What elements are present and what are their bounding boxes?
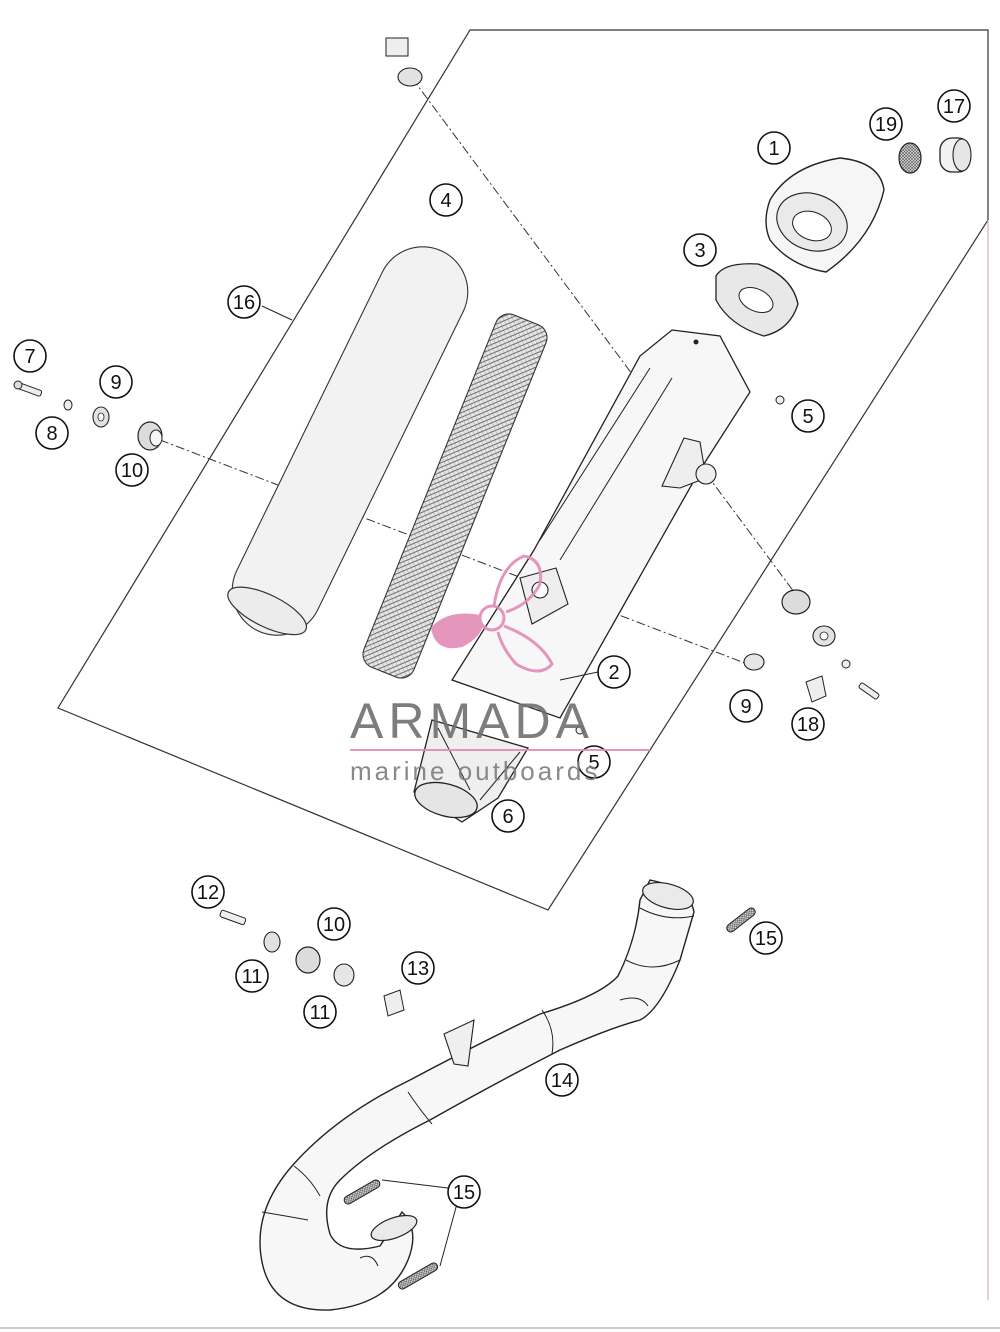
callout-9b: 9 [729,689,763,723]
callout-circle [235,959,269,993]
part-14-header-pipe [259,879,695,1311]
callout-number: 8 [46,423,57,445]
callout-circle [13,339,47,373]
callout-circle [749,921,783,955]
callout-number: 11 [242,966,263,988]
callout-number: 9 [110,372,121,394]
callout-number: 11 [310,1002,331,1024]
callout-number: 14 [551,1070,573,1092]
callout-number: 13 [407,958,429,980]
callout-17: 17 [937,89,971,123]
part-17-tail-sleeve [939,137,972,173]
axis-line-middle [159,439,751,666]
callout-18: 18 [791,707,825,741]
callout-circle [227,285,261,319]
callout-number: 5 [802,406,813,428]
callout-number: 9 [740,696,751,718]
callout-number: 4 [440,190,451,212]
propeller-icon [430,554,554,673]
callout-number: 15 [453,1182,475,1204]
callout-19: 19 [869,107,903,141]
callout-circle [429,183,463,217]
callout-circle [597,655,631,689]
watermark-logo: ARMADA marine outboards [350,554,650,786]
callout-circle [729,689,763,723]
callout-number: 15 [755,928,777,950]
callout-16: 16 [227,285,261,319]
callout-number: 2 [608,662,619,684]
part-15-springs [343,907,756,1290]
hardware-header-set [219,909,405,1017]
part-4-perforated-insert [362,313,548,679]
callout-number: 12 [197,882,219,904]
callout-number: 10 [323,914,345,936]
callout-circle [491,799,525,833]
callout-7: 7 [13,339,47,373]
callout-circle [791,399,825,433]
callout-circle [115,453,149,487]
callout-circle [683,233,717,267]
callout-3: 3 [683,233,717,267]
callout-14: 14 [545,1063,579,1097]
callout-number: 7 [24,346,35,368]
watermark-brand: ARMADA [350,693,594,749]
callout-circle [99,365,133,399]
callout-4: 4 [429,183,463,217]
part-19-spark-screen [898,142,922,174]
callout-13: 13 [401,951,435,985]
callout-circle [317,907,351,941]
callout-circle [545,1063,579,1097]
part-16-outer-sleeve [227,246,469,636]
callout-10a: 10 [115,453,149,487]
callout-circle [937,89,971,123]
callout-11b: 11 [303,995,337,1029]
callout-circle [35,416,69,450]
part-6-inlet-cone [413,719,529,823]
callout-11a: 11 [235,959,269,993]
callout-5b: 5 [577,745,611,779]
callout-15a: 15 [749,921,783,955]
callout-number: 5 [588,752,599,774]
callout-circle [791,707,825,741]
callout-12: 12 [191,875,225,909]
part-1-end-cap [765,157,885,273]
silencer-assembly-outline [57,29,989,911]
callout-circle [447,1175,481,1209]
hardware-left-set [13,380,163,451]
leader-2 [559,671,599,681]
callout-number: 19 [875,114,897,136]
callout-circle [869,107,903,141]
callout-8: 8 [35,416,69,450]
callout-circle [757,131,791,165]
callout-number: 17 [943,96,965,118]
callout-circle [303,995,337,1029]
callout-number: 16 [233,292,255,314]
callout-15b: 15 [447,1175,481,1209]
callout-number: 3 [694,240,705,262]
callout-2: 2 [597,655,631,689]
callout-5a: 5 [791,399,825,433]
callout-circle [401,951,435,985]
leader-16 [261,305,293,321]
callout-10b: 10 [317,907,351,941]
callout-number: 10 [121,460,143,482]
callout-number: 1 [768,138,779,160]
callout-circle [577,745,611,779]
callout-number: 6 [502,806,513,828]
callout-1: 1 [757,131,791,165]
callout-6: 6 [491,799,525,833]
callout-9a: 9 [99,365,133,399]
callout-number: 18 [797,714,819,736]
watermark-subtitle: marine outboards [350,756,600,786]
part-3-gasket [715,263,799,337]
part-2-silencer-shell [451,329,751,719]
axis-line-upper [411,77,801,601]
callout-circle [191,875,225,909]
hardware-right-set [385,37,880,735]
